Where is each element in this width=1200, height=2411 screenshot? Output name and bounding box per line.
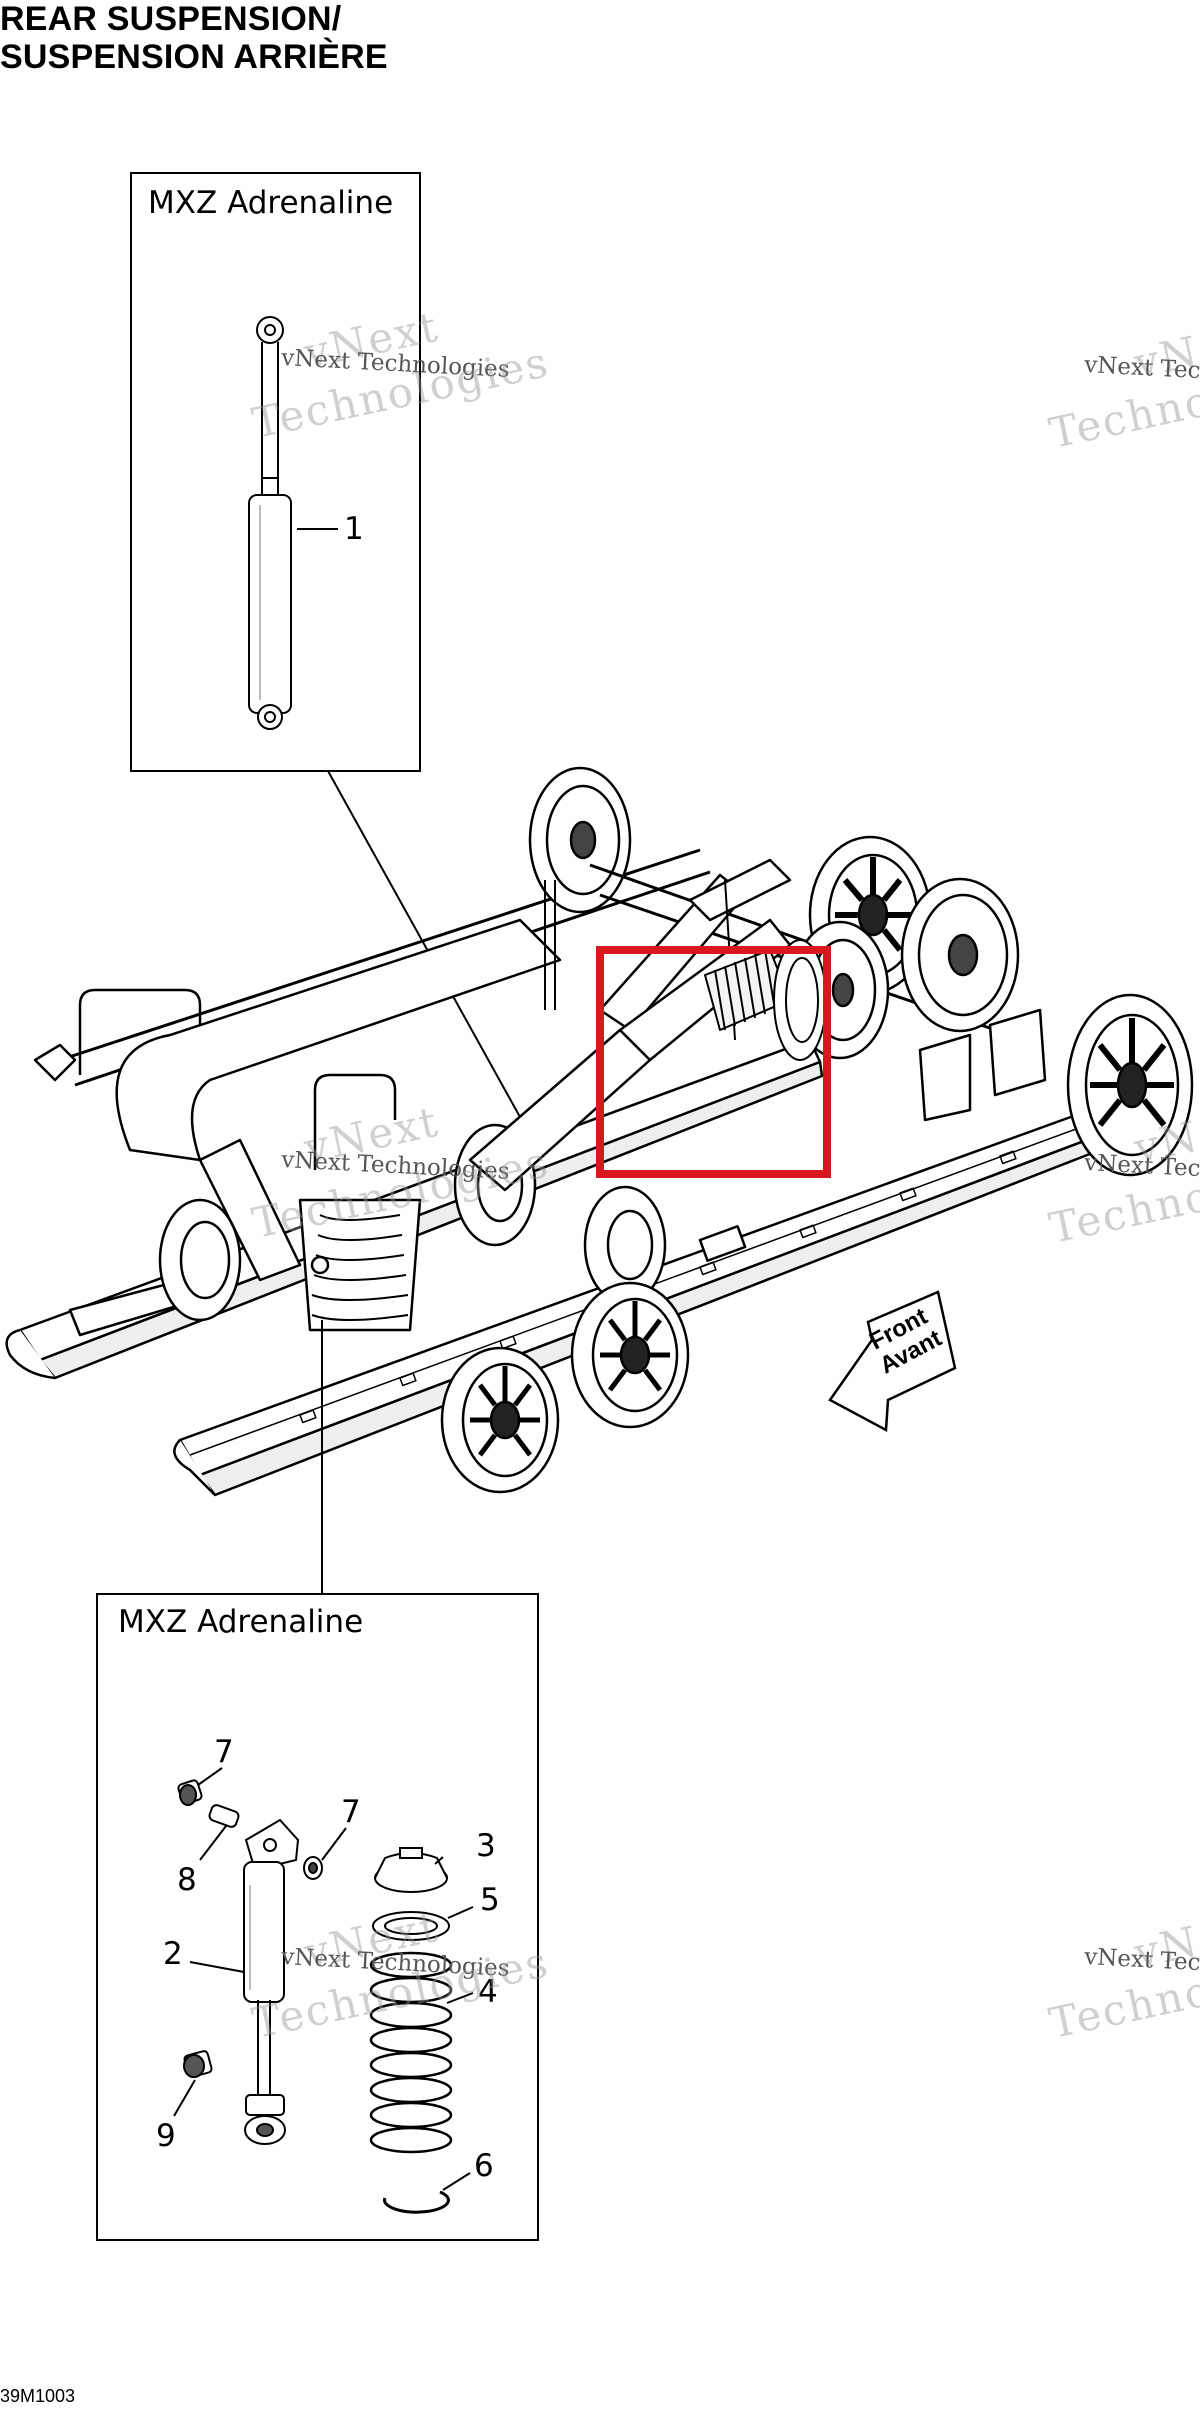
front-idler-wheel	[158, 1198, 242, 1322]
center-torsion-spring	[704, 939, 827, 1061]
spring-cap-3	[374, 1847, 448, 1893]
callout-9: 9	[156, 2118, 176, 2154]
spacer-8	[208, 1804, 240, 1828]
callout-7-top: 7	[214, 1734, 234, 1770]
front-center-shock	[298, 1198, 422, 1332]
lower-box-label: MXZ Adrenaline	[118, 1604, 364, 1640]
shock-absorber-2	[243, 1818, 300, 2145]
callout-4: 4	[478, 1974, 498, 2010]
callout-7-right: 7	[341, 1794, 361, 1830]
mid-idler-wheel-right	[583, 1185, 667, 1305]
rear-upper-wheel	[528, 766, 632, 914]
coil-spring-4	[369, 1951, 453, 2154]
shock-absorber-1	[248, 316, 292, 730]
callout-2: 2	[163, 1936, 183, 1972]
callout-5: 5	[480, 1882, 500, 1918]
callout-3: 3	[476, 1828, 496, 1864]
callout-1: 1	[344, 511, 364, 547]
callout-6: 6	[474, 2148, 494, 2184]
bushing-9	[183, 2050, 213, 2078]
upper-box-label: MXZ Adrenaline	[148, 185, 394, 221]
washer-5	[372, 1911, 450, 1941]
bushing-7-right	[303, 1856, 323, 1880]
rear-wheel-b	[900, 877, 1020, 1033]
upper-detail-box	[130, 172, 421, 772]
lower-detail-box	[96, 1593, 539, 2241]
diagram-code: 39M1003	[0, 2386, 76, 2406]
circlip-6	[383, 2190, 450, 2214]
front-direction-arrow	[828, 1290, 957, 1433]
highlight-box	[596, 946, 831, 1178]
page-title-line-1: REAR SUSPENSION/	[0, 0, 342, 38]
rear-wheel-far-right	[1066, 993, 1194, 1177]
lower-wheel-1	[440, 1346, 560, 1494]
page-title-line-2: SUSPENSION ARRIÈRE	[0, 38, 388, 76]
lower-wheel-2	[570, 1281, 690, 1429]
bushing-7-top	[177, 1779, 203, 1806]
callout-8: 8	[177, 1862, 197, 1898]
lower-callout-leaders	[173, 1767, 474, 2191]
